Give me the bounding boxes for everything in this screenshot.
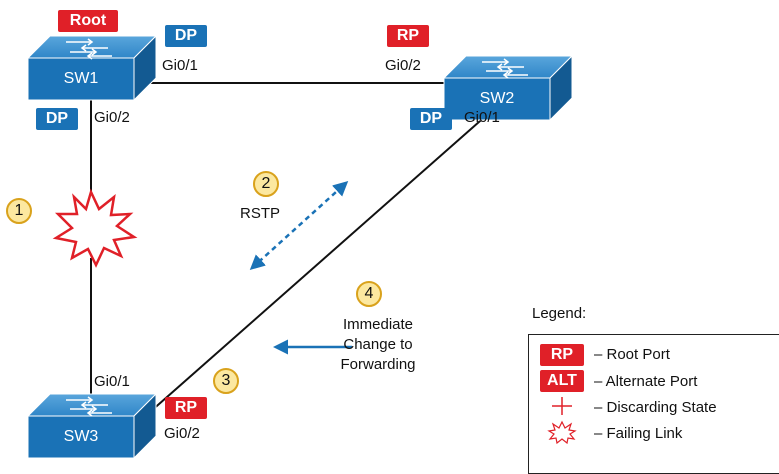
rstp-label: RSTP (240, 205, 281, 222)
sw1-gi01-label: Gi0/1 (162, 57, 198, 74)
failing-link-explosion-icon (52, 188, 138, 268)
sw2-label: SW2 (479, 90, 515, 107)
sw2-gi01-label: Gi0/1 (464, 109, 500, 126)
legend-discarding-text: – Discarding State (594, 399, 717, 416)
legend-alternate-port-text: – Alternate Port (594, 373, 698, 390)
sw3-switch-icon (26, 392, 158, 460)
sw3-gi02-role-badge: RP (165, 397, 207, 419)
legend-failing-link-text: – Failing Link (594, 425, 683, 442)
legend-plus-icon (552, 397, 572, 415)
sw1-gi02-label: Gi0/2 (94, 109, 130, 126)
stp-diagram: SW1 SW2 SW3 Root DP Gi0/1 DP Gi0/2 RP Gi… (6, 10, 779, 474)
step-2-marker: 2 (253, 171, 279, 197)
step-1-marker: 1 (6, 198, 32, 224)
legend-explosion-icon (547, 420, 577, 444)
step-4-marker: 4 (356, 281, 382, 307)
step-3-marker: 3 (213, 368, 239, 394)
sw1-gi02-role-badge: DP (36, 108, 78, 130)
legend-alt-badge: ALT (540, 370, 584, 392)
diagram-canvas (26, 34, 574, 460)
sw3-gi01-label: Gi0/1 (94, 373, 130, 390)
sw1-switch-icon (26, 34, 158, 102)
legend-rp-badge: RP (540, 344, 584, 366)
sw2-gi01-role-badge: DP (410, 108, 452, 130)
sw1-gi01-role-badge: DP (165, 25, 207, 47)
sw3-label: SW3 (63, 428, 99, 445)
link-sw2-sw3 (149, 98, 506, 413)
sw3-gi02-label: Gi0/2 (164, 425, 200, 442)
step-4-text-line-1: Immediate (342, 316, 414, 333)
sw1-label: SW1 (63, 70, 99, 87)
step-4-text-line-3: Forwarding (340, 356, 416, 373)
sw2-gi02-label: Gi0/2 (385, 57, 421, 74)
sw2-switch-icon (442, 54, 574, 122)
legend-title: Legend: (532, 305, 587, 322)
sw2-gi02-role-badge: RP (387, 25, 429, 47)
rstp-arrow (249, 180, 349, 271)
step-4-text-line-2: Change to (343, 336, 413, 353)
legend-root-port-text: – Root Port (594, 346, 670, 363)
root-bridge-badge: Root (58, 10, 118, 32)
